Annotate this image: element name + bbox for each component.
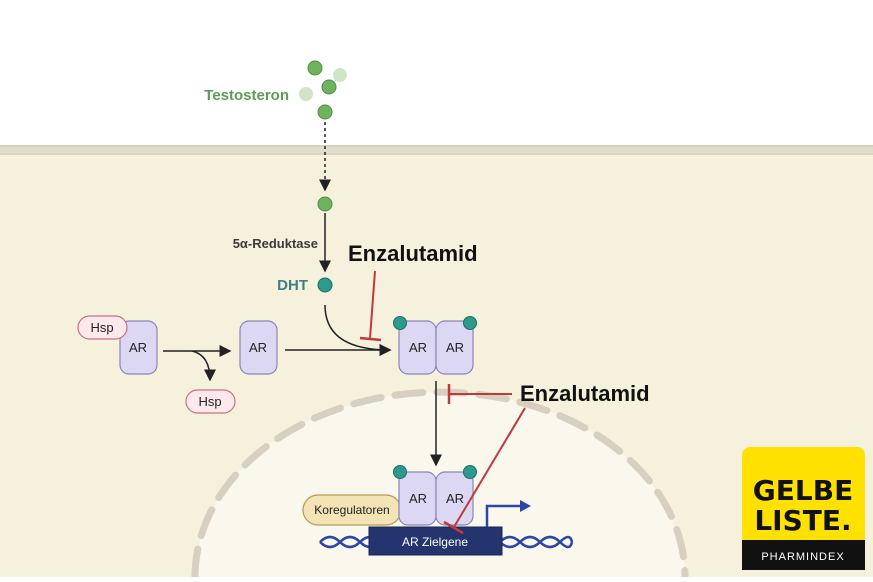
logo-line3: PHARMINDEX [761, 551, 844, 563]
hsp-free [185, 389, 236, 414]
testosterone-molecules [299, 60, 347, 120]
hsp-bound-label: Hsp [90, 320, 113, 335]
gene-box [368, 526, 503, 556]
transcription-arrow [485, 504, 522, 527]
inhibitor-dna [453, 407, 526, 528]
dht-label: DHT [277, 277, 308, 294]
testosterone-in-cell [317, 196, 333, 212]
testosteron-label: Testosteron [204, 87, 289, 104]
cell-membrane [0, 145, 873, 155]
ar-receptor-free [239, 320, 278, 375]
enzalutamid-top-label: Enzalutamid [348, 241, 478, 266]
dht-molecule [317, 277, 333, 293]
ar-receptor-bound [119, 320, 158, 375]
hsp-bound [77, 315, 128, 340]
inhibitor-top [369, 270, 376, 339]
logo-line2: LISTE. [754, 504, 851, 537]
ar-label-2: AR [249, 340, 267, 355]
reductase-label: 5α-Reduktase [233, 236, 318, 251]
ar-nuc-label-a: AR [409, 491, 427, 506]
gelbe-liste-logo: GELBE LISTE. PHARMINDEX [742, 447, 865, 570]
ar-dimer-cytoplasm [393, 316, 477, 375]
hsp-free-label: Hsp [198, 394, 221, 409]
ar-dimer-label-b: AR [446, 340, 464, 355]
enzalutamid-mid-label: Enzalutamid [520, 381, 650, 406]
gene-label: AR Zielgene [402, 535, 468, 549]
logo-line1: GELBE [753, 474, 853, 507]
ar-dimer-label-a: AR [409, 340, 427, 355]
hsp-release-arrow [191, 350, 216, 382]
ar-nuc-label-b: AR [446, 491, 464, 506]
ar-label-1: AR [129, 340, 147, 355]
koregulatoren-label: Koregulatoren [314, 503, 389, 517]
